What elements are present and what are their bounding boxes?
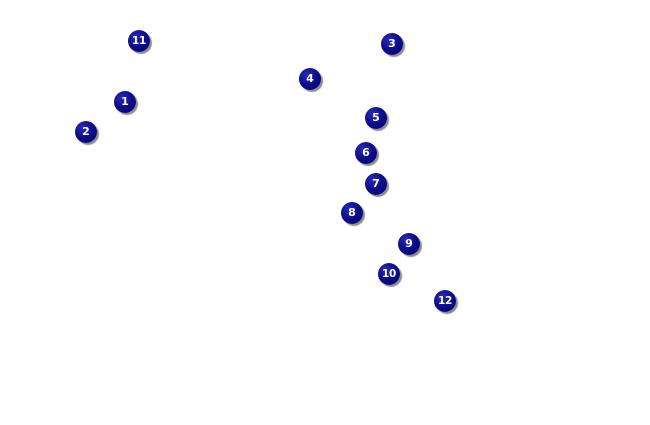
map-marker-3[interactable]: 3 xyxy=(381,33,403,55)
map-marker-6[interactable]: 6 xyxy=(355,142,377,164)
map-marker-11[interactable]: 11 xyxy=(128,30,150,52)
map-marker-7[interactable]: 7 xyxy=(365,173,387,195)
map-marker-10[interactable]: 10 xyxy=(378,263,400,285)
map-marker-1[interactable]: 1 xyxy=(114,91,136,113)
map-marker-9[interactable]: 9 xyxy=(398,233,420,255)
map-marker-2[interactable]: 2 xyxy=(75,121,97,143)
map-marker-5[interactable]: 5 xyxy=(365,107,387,129)
map-marker-8[interactable]: 8 xyxy=(341,202,363,224)
map-marker-4[interactable]: 4 xyxy=(299,68,321,90)
map-marker-12[interactable]: 12 xyxy=(434,290,456,312)
